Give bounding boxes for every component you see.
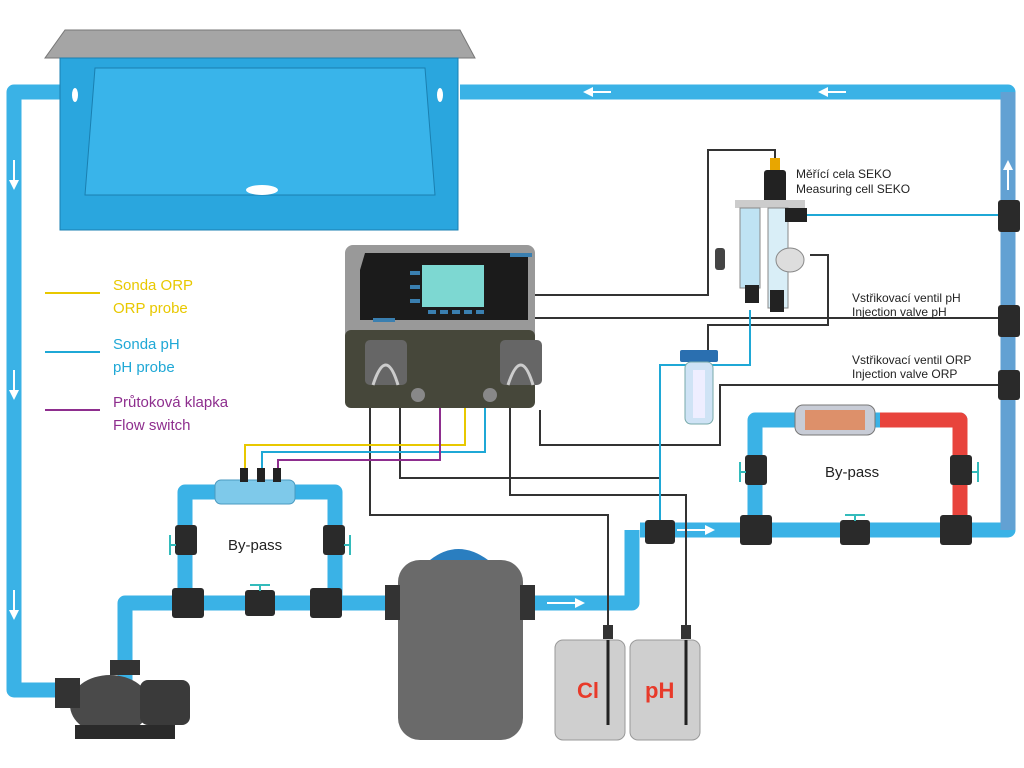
arrow-icon bbox=[818, 87, 846, 97]
legend: Sonda ORP ORP probe Sonda pH pH probe Pr… bbox=[45, 277, 229, 434]
arrow-icon bbox=[9, 370, 19, 400]
injection-orp-label: Vstřikovací ventil ORP bbox=[852, 353, 971, 367]
heated-bypass-pipe bbox=[880, 412, 968, 530]
bypass-right-label: By-pass bbox=[825, 464, 879, 481]
sand-filter bbox=[385, 549, 535, 740]
legend-ph-label: Sonda pH bbox=[113, 336, 180, 353]
valve-handles bbox=[169, 462, 979, 591]
legend-flow-label-en: Flow switch bbox=[113, 417, 191, 434]
flow-arrows bbox=[9, 87, 1013, 620]
pipe-fittings bbox=[172, 200, 1020, 618]
arrow-icon bbox=[547, 598, 585, 608]
legend-orp-label: Sonda ORP bbox=[113, 277, 193, 294]
arrow-icon bbox=[583, 87, 611, 97]
tank-cl-label: Cl bbox=[577, 678, 599, 703]
controller-display bbox=[422, 265, 484, 307]
injection-orp-label-en: Injection valve ORP bbox=[852, 367, 957, 381]
legend-flow-label: Průtoková klapka bbox=[113, 394, 229, 411]
arrow-icon bbox=[677, 525, 715, 535]
pool bbox=[44, 29, 476, 231]
bypass-left-label: By-pass bbox=[228, 537, 282, 554]
legend-ph-label-en: pH probe bbox=[113, 359, 175, 376]
measuring-cell-label: Měřící cela SEKO bbox=[796, 167, 891, 181]
circulation-pump bbox=[55, 660, 190, 739]
arrow-icon bbox=[9, 590, 19, 620]
injection-ph-label: Vstřikovací ventil pH bbox=[852, 291, 961, 305]
injection-ph-label-en: Injection valve pH bbox=[852, 305, 947, 319]
dosing-controller bbox=[345, 245, 542, 408]
legend-orp-label-en: ORP probe bbox=[113, 300, 188, 317]
arrow-icon bbox=[9, 160, 19, 190]
tank-ph-label: pH bbox=[645, 678, 674, 703]
cables bbox=[244, 149, 1008, 630]
chlorine-tank: Cl bbox=[554, 625, 626, 741]
flow-switch-housing bbox=[214, 479, 296, 505]
ph-tank: pH bbox=[629, 625, 701, 741]
measuring-cell bbox=[715, 158, 807, 312]
cartridge-filter bbox=[680, 350, 718, 425]
arrow-icon bbox=[1003, 160, 1013, 190]
measuring-cell-label-en: Measuring cell SEKO bbox=[796, 182, 910, 196]
